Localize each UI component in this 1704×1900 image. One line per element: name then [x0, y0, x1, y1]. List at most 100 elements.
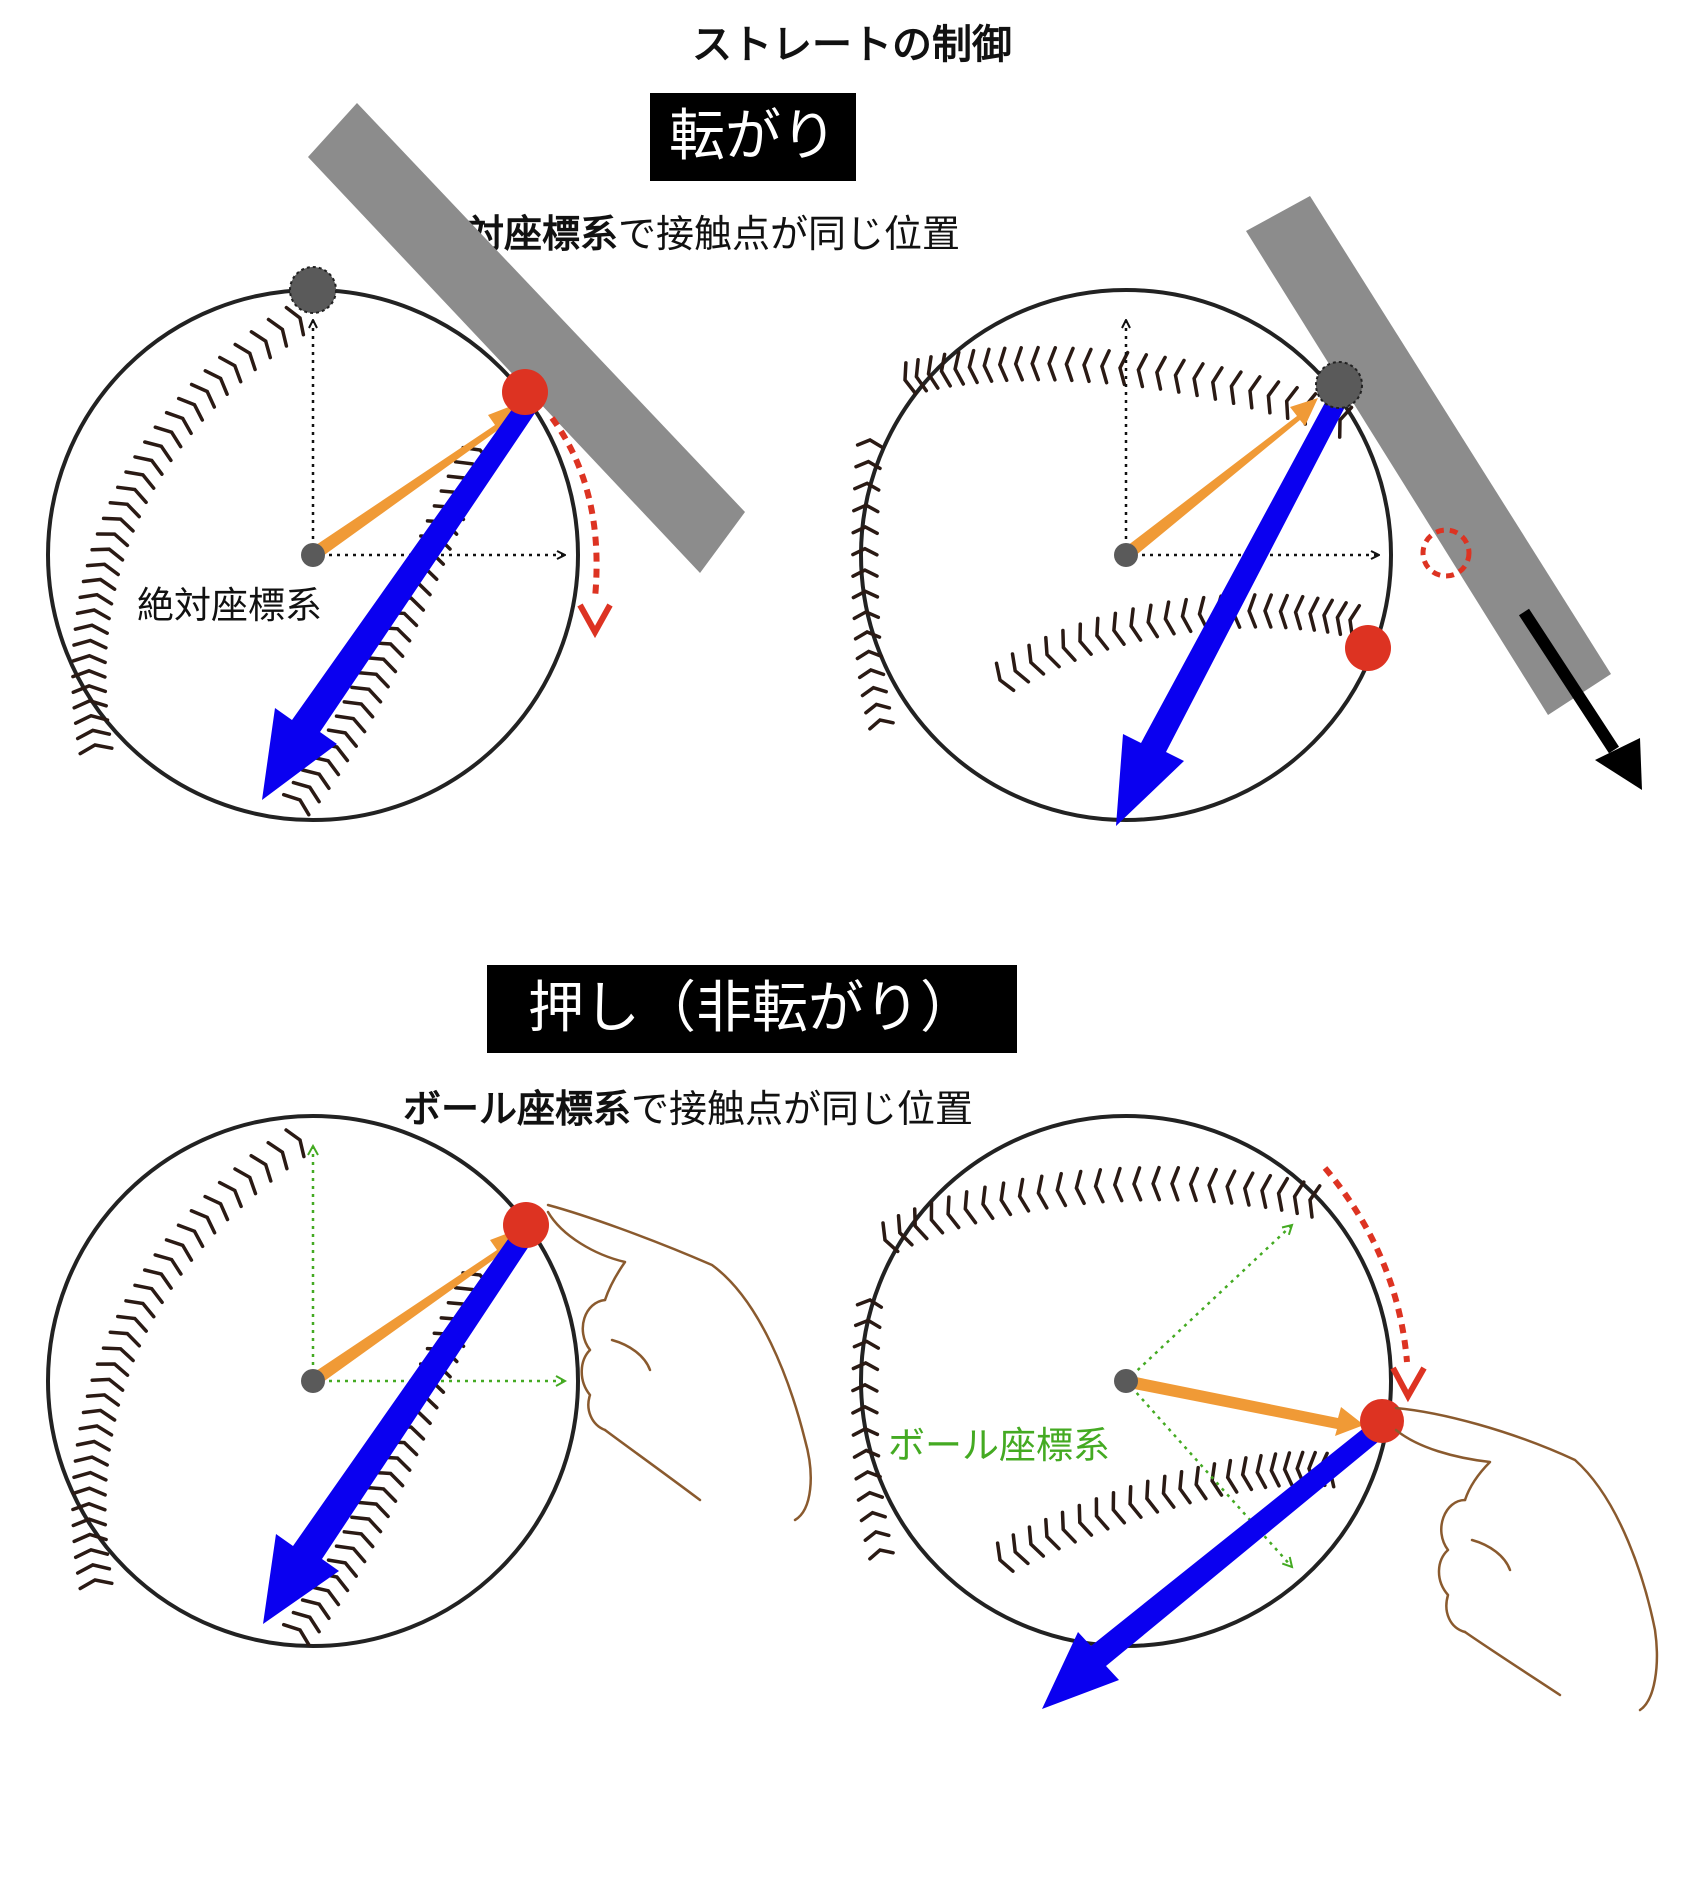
stitch-mark [1077, 1503, 1094, 1537]
bar-motion-arrow-head [1595, 738, 1642, 790]
stitch-mark [101, 1346, 135, 1363]
stitch-mark [1011, 1533, 1030, 1566]
marker-gray-dot [1315, 361, 1363, 409]
stitch-mark [72, 1470, 108, 1482]
stitch-mark [116, 1314, 148, 1333]
stitch-mark [266, 317, 289, 348]
stitch-mark [266, 1140, 289, 1171]
stitch-mark [357, 1500, 390, 1519]
stitch-mark [108, 501, 141, 519]
stitch-mark [1078, 622, 1093, 656]
pushing-after-panel [851, 1114, 1659, 1712]
stitch-mark [85, 1393, 121, 1407]
stitch-mark [1129, 607, 1143, 642]
stitch-mark [1248, 375, 1262, 410]
stitch-mark [1170, 1166, 1181, 1202]
rotation-arrow-head [1390, 1366, 1427, 1403]
stitch-mark [1225, 1169, 1237, 1205]
stitch-mark [855, 649, 884, 661]
stitch-mark [73, 1455, 109, 1467]
center-dot [301, 543, 325, 567]
stitch-mark [75, 728, 112, 741]
stitch-mark [851, 525, 879, 536]
stitch-mark [1229, 370, 1243, 406]
stitch-mark [1095, 616, 1110, 651]
orange-arrow [310, 1230, 516, 1387]
stitch-mark [90, 1377, 125, 1392]
stitch-mark [1210, 366, 1224, 401]
blue-arrow [263, 1222, 537, 1624]
stitch-mark [863, 1529, 891, 1542]
stitch-mark [189, 382, 217, 409]
stitch-mark [78, 743, 114, 756]
stitch-mark [291, 1610, 321, 1634]
stitch-mark [1061, 628, 1077, 662]
stitch-mark [1151, 1165, 1162, 1202]
stitch-mark [75, 608, 111, 621]
stitch-mark [72, 698, 108, 710]
stitch-mark [851, 1426, 880, 1437]
stitch-mark [300, 768, 331, 791]
ball-stitches [71, 1128, 494, 1647]
stitch-mark [357, 670, 390, 689]
rolling-before-panel [46, 103, 745, 822]
stitch-mark [1118, 350, 1130, 387]
rotation-arrow-head [577, 603, 613, 639]
stitch-mark [176, 396, 205, 422]
stitch-mark [350, 1515, 383, 1534]
stitch-mark [71, 1517, 108, 1528]
finger-drawing [546, 1203, 812, 1522]
stitch-mark [851, 1361, 880, 1372]
stitch-mark [1263, 593, 1273, 629]
stitch-mark [72, 1532, 108, 1544]
stitch-mark [856, 1490, 885, 1502]
stitch-mark [133, 455, 164, 476]
stitch-mark [1027, 1525, 1046, 1558]
stitch-mark [143, 440, 173, 463]
blue-arrow [1116, 397, 1346, 826]
stitch-mark [852, 503, 880, 514]
stitch-mark [1146, 603, 1160, 639]
stitch-mark [1132, 1166, 1143, 1202]
rolling-subtitle-rest: で接触点が同じ位置 [618, 212, 961, 256]
stitch-mark [1308, 596, 1320, 632]
contact-point-red [503, 1202, 549, 1248]
ball-outline [859, 288, 1393, 822]
blue-arrow [1042, 1423, 1384, 1709]
stitch-mark [371, 1470, 405, 1488]
absolute-frame-label: 絶対座標系 [137, 584, 322, 627]
stitch-mark [233, 1167, 258, 1196]
stitch-mark [1292, 1180, 1306, 1216]
stitch-mark [71, 1501, 107, 1512]
stitch-mark [1282, 1451, 1294, 1487]
stitch-mark [963, 1190, 978, 1225]
stitch-mark [1266, 380, 1281, 415]
stitch-mark [334, 714, 367, 734]
stitch-mark [1047, 346, 1058, 382]
ball-outline [46, 1114, 580, 1648]
stitch-mark [854, 459, 882, 471]
stitch-mark [1017, 1177, 1031, 1213]
stitch-mark [116, 485, 148, 505]
stitch-mark [929, 1200, 945, 1235]
stitch-mark [903, 361, 918, 396]
stitch-mark [81, 577, 117, 591]
stitch-mark [1247, 593, 1258, 629]
stitch-mark [852, 1448, 881, 1459]
stitch-mark [946, 1195, 961, 1230]
stitch-mark [95, 532, 130, 548]
stitch-mark [78, 1424, 114, 1437]
contact-point-red [502, 369, 548, 415]
stitch-mark [1163, 600, 1176, 636]
stitch-mark [364, 656, 398, 674]
stitch-mark [868, 1548, 895, 1561]
orange-arrow [310, 405, 514, 561]
stitch-mark [1145, 1479, 1160, 1514]
stitch-mark [326, 728, 358, 748]
stitch-mark [153, 425, 183, 449]
stitch-mark [1128, 1485, 1143, 1519]
stitch-mark [1207, 1167, 1218, 1204]
stitch-mark [851, 1404, 879, 1415]
stitch-mark [854, 1469, 882, 1481]
